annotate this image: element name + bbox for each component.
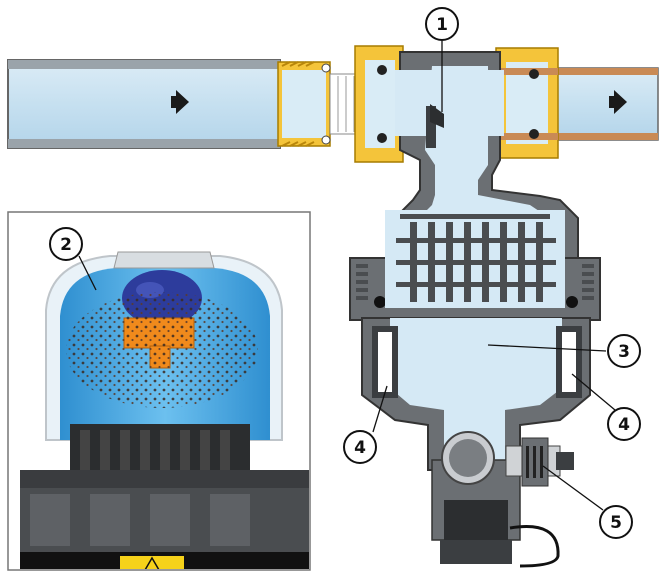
- arrow-right-icon: [176, 90, 189, 114]
- callout-2: 2: [49, 227, 83, 261]
- drain-valve: [431, 431, 574, 568]
- magnet-slot-right: [556, 326, 582, 398]
- leader-lines: [78, 41, 616, 511]
- filter-mesh: [396, 214, 556, 302]
- inlet-fitting: [277, 45, 404, 163]
- callout-4-right: 4: [607, 407, 641, 441]
- callout-5-label: 5: [610, 513, 622, 533]
- callout-4-right-label: 4: [618, 415, 630, 435]
- callout-4-left-label: 4: [354, 438, 366, 458]
- callout-2-label: 2: [60, 235, 72, 255]
- callout-3-label: 3: [618, 342, 630, 362]
- inset-panel: [7, 211, 311, 571]
- callout-4-left: 4: [343, 430, 377, 464]
- arrow-right-icon: [614, 90, 627, 114]
- callout-1-label: 1: [436, 15, 448, 35]
- callout-1: 1: [425, 7, 459, 41]
- outlet-fitting: [488, 47, 559, 159]
- filter-body: [349, 51, 601, 568]
- inlet-pipe: [7, 59, 281, 149]
- magnet-slot-left: [372, 326, 398, 398]
- callout-5: 5: [599, 505, 633, 539]
- callout-3: 3: [607, 334, 641, 368]
- warning-triangle-icon: [144, 556, 160, 569]
